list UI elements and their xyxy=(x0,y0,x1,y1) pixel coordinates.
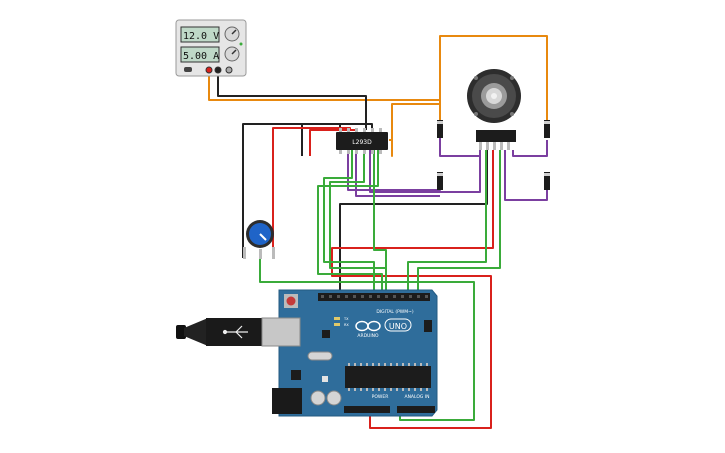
diode-3[interactable] xyxy=(544,120,550,138)
capacitor-2 xyxy=(326,390,342,406)
digital-header-label: DIGITAL (PWM~) xyxy=(376,309,414,315)
analog-header xyxy=(397,406,435,413)
power-header xyxy=(344,406,390,413)
terminal-ground[interactable] xyxy=(225,66,233,74)
wire-purple-6[interactable] xyxy=(504,150,548,201)
wire-purple-2[interactable] xyxy=(355,150,440,197)
power-jack xyxy=(272,388,302,414)
terminal-negative[interactable] xyxy=(214,66,222,74)
wires xyxy=(208,35,548,429)
diodes xyxy=(437,120,550,190)
led-indicator xyxy=(239,42,243,46)
capacitor-1 xyxy=(310,390,326,406)
wire-red-vcc[interactable] xyxy=(331,150,494,429)
usb-icon xyxy=(222,325,248,339)
power-label: POWER xyxy=(372,394,389,400)
arduino-logo xyxy=(355,320,381,332)
diode-2[interactable] xyxy=(437,172,443,190)
uno-badge xyxy=(384,318,412,332)
pot-indicator xyxy=(259,233,267,241)
wire-green-4[interactable] xyxy=(407,150,487,296)
potentiometer[interactable] xyxy=(243,220,275,259)
arduino-brand: ARDUINO xyxy=(357,333,379,339)
uno-label: UNO xyxy=(389,322,407,331)
wire-purple-1[interactable] xyxy=(347,150,441,191)
tx-label: TX xyxy=(343,317,349,321)
chip-label: L293D xyxy=(352,139,372,146)
atmega-chip xyxy=(345,363,431,391)
arduino-uno[interactable]: DIGITAL (PWM~) TX RX UNO ARDUINO xyxy=(176,289,438,417)
crystal xyxy=(307,351,333,361)
l293d-chip[interactable]: L293D xyxy=(336,128,388,154)
wire-orange-chip[interactable] xyxy=(389,103,440,157)
wire-purple-3[interactable] xyxy=(369,150,481,193)
digital-header xyxy=(318,293,430,301)
voltage-display xyxy=(180,26,220,43)
diode-4[interactable] xyxy=(544,172,550,190)
wire-purple-4[interactable] xyxy=(439,138,480,157)
rx-label: RX xyxy=(344,323,349,327)
wire-orange-top-loop[interactable] xyxy=(439,35,548,122)
analog-label: ANALOG IN xyxy=(404,394,429,400)
wire-green-6[interactable] xyxy=(373,150,387,296)
stepper-motor[interactable] xyxy=(467,69,521,150)
wire-green-pot[interactable] xyxy=(259,258,475,421)
terminal-positive[interactable] xyxy=(205,66,213,74)
power-supply[interactable]: 12.0 V 5.00 A xyxy=(175,19,247,77)
wire-green-3[interactable] xyxy=(317,150,383,296)
wire-purple-5[interactable] xyxy=(512,140,548,157)
motor-connector xyxy=(476,130,516,142)
wire-black-psu[interactable] xyxy=(217,72,367,130)
wire-green-5[interactable] xyxy=(417,150,501,296)
usb-cable-plug xyxy=(176,325,186,339)
current-readout: 5.00 A xyxy=(183,51,219,62)
current-display xyxy=(180,46,220,63)
diode-1[interactable] xyxy=(437,120,443,138)
voltage-readout: 12.0 V xyxy=(183,31,219,42)
usb-port xyxy=(261,317,301,347)
